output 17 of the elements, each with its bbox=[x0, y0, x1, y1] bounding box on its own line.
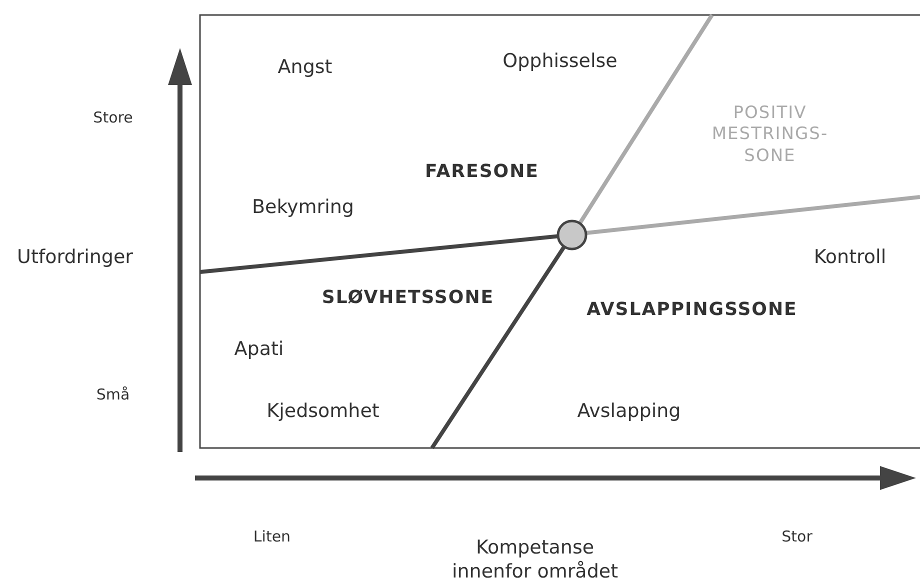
state-label: Kjedsomhet bbox=[266, 400, 380, 424]
zone-label: AVSLAPPINGSSONE bbox=[586, 298, 798, 322]
axis-tick-label: Liten bbox=[253, 528, 291, 546]
axis-tick-label: Små bbox=[96, 386, 130, 404]
state-label: Angst bbox=[278, 56, 332, 80]
axis-tick-label: Store bbox=[93, 108, 133, 128]
axis-title: Kompetanse innenfor området bbox=[450, 536, 620, 583]
zone-label: FARESONE bbox=[425, 160, 539, 184]
state-label: Avslapping bbox=[577, 400, 681, 424]
state-label: Opphisselse bbox=[502, 50, 618, 74]
state-label: Kontroll bbox=[814, 246, 886, 270]
state-label: Apati bbox=[234, 338, 284, 362]
axis-tick-label: Stor bbox=[782, 528, 812, 546]
zone-label: POSITIV MESTRINGS- SONE bbox=[710, 103, 830, 167]
axis-title: Utfordringer bbox=[17, 246, 133, 270]
zone-label: SLØVHETSSONE bbox=[322, 286, 494, 310]
state-label: Bekymring bbox=[252, 196, 354, 220]
